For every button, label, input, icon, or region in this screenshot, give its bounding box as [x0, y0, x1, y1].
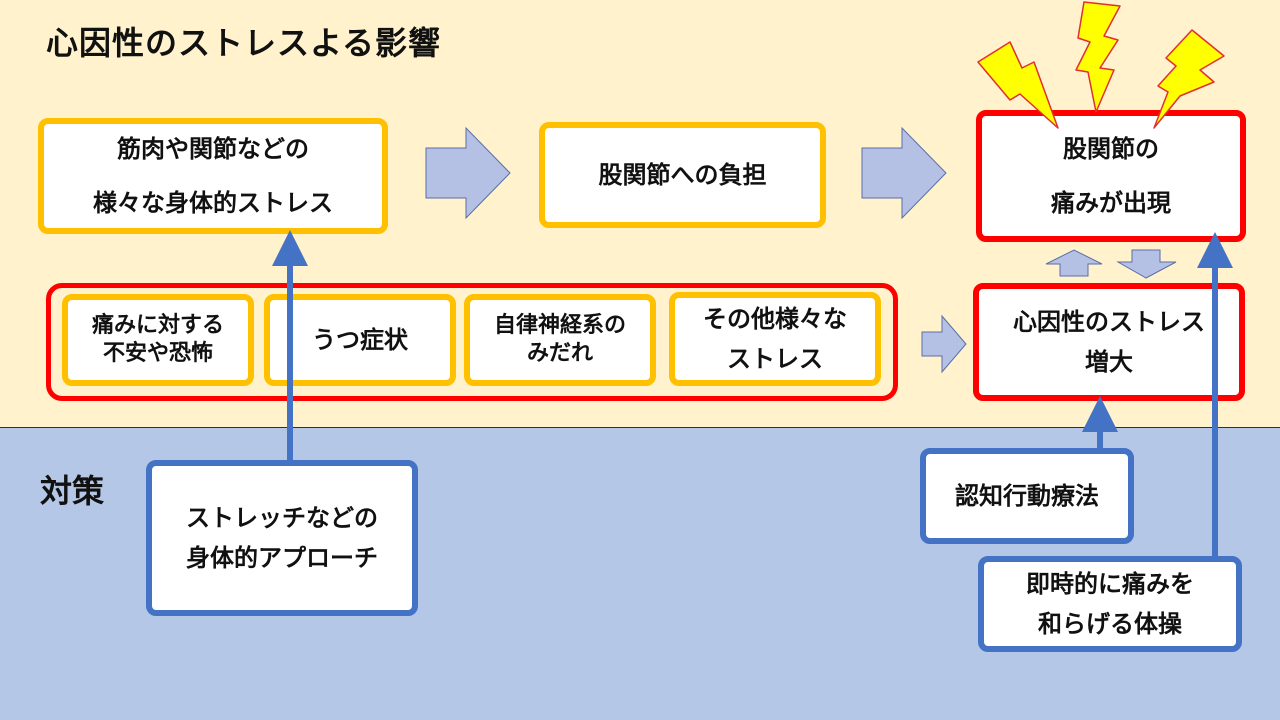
box-line: うつ症状 — [312, 326, 408, 354]
box-line: その他様々な — [703, 305, 847, 333]
stretch-approach-box: ストレッチなどの 身体的アプローチ — [146, 460, 418, 616]
stress-increase-box: 心因性のストレス 増大 — [973, 283, 1245, 401]
box-line: 痛みが出現 — [1051, 189, 1171, 217]
psychogenic-stress-group — [46, 283, 898, 401]
box-line: 認知行動療法 — [955, 482, 1099, 510]
anxiety-box: 痛みに対する 不安や恐怖 — [62, 294, 254, 386]
section-divider — [0, 427, 1280, 428]
box-line: 心因性のストレス — [1013, 308, 1205, 336]
box-line: 自律神経系の — [493, 313, 626, 338]
page-title: 心因性のストレスよる影響 — [46, 24, 442, 62]
depression-box: うつ症状 — [264, 294, 456, 386]
other-stress-box: その他様々な ストレス — [669, 292, 881, 386]
box-line: 股関節の — [1063, 135, 1159, 163]
physical-stress-box: 筋肉や関節などの 様々な身体的ストレス — [38, 118, 388, 234]
box-line: ストレス — [727, 345, 823, 373]
autonomic-box: 自律神経系の みだれ — [464, 294, 656, 386]
box-line: 股関節への負担 — [598, 161, 767, 189]
pain-appears-box: 股関節の 痛みが出現 — [976, 110, 1246, 242]
countermeasure-label: 対策 — [40, 472, 105, 510]
hip-burden-box: 股関節への負担 — [539, 122, 826, 228]
box-line: 様々な身体的ストレス — [93, 189, 333, 217]
box-line: 痛みに対する — [91, 313, 224, 338]
box-line: 増大 — [1085, 348, 1133, 376]
box-line: 不安や恐怖 — [102, 341, 213, 366]
box-line: 和らげる体操 — [1038, 610, 1182, 638]
exercise-box: 即時的に痛みを 和らげる体操 — [978, 556, 1242, 652]
box-line: 即時的に痛みを — [1026, 570, 1194, 598]
cbt-box: 認知行動療法 — [920, 448, 1134, 544]
box-line: みだれ — [526, 341, 593, 366]
box-line: ストレッチなどの — [186, 504, 378, 532]
box-line: 身体的アプローチ — [186, 544, 378, 572]
box-line: 筋肉や関節などの — [117, 135, 309, 163]
